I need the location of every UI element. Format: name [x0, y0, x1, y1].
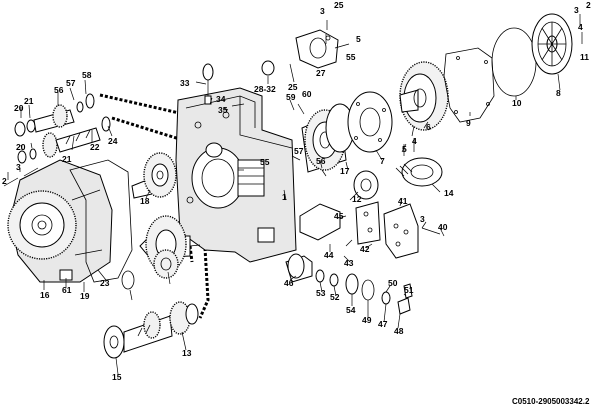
label-53: 57: [66, 78, 76, 88]
label-51: 55: [346, 52, 356, 62]
valve-block-37: [383, 203, 419, 259]
label-48: 52: [330, 292, 340, 302]
label-8: 8: [556, 88, 561, 98]
label-60: 60: [302, 89, 312, 99]
label-4a: 4: [578, 22, 583, 32]
drawing-code: C0510-2905003342.2: [512, 397, 590, 406]
label-45: 49: [362, 315, 372, 325]
label-20a: 20: [14, 103, 24, 113]
gear-18: [131, 152, 177, 199]
label-33: 33: [180, 78, 190, 88]
label-34: 34: [216, 94, 226, 104]
label-4b: 4: [412, 136, 417, 146]
label-43: 47: [378, 319, 388, 329]
gasket-9: [443, 47, 495, 123]
label-58: 61: [62, 285, 72, 295]
label-12: 12: [352, 194, 362, 204]
label-21b: 21: [62, 154, 72, 164]
disc-10: [491, 27, 537, 97]
label-57: 57: [294, 146, 304, 156]
converter-housing: [7, 159, 113, 283]
label-17: 17: [340, 166, 350, 176]
label-50: 54: [346, 305, 356, 315]
clutch-pack-17: [301, 103, 379, 200]
label-46: 50: [388, 278, 398, 288]
label-5b: 5: [402, 144, 407, 154]
label-24: 24: [108, 136, 118, 146]
label-37: 41: [398, 196, 408, 206]
label-2b: 2: [2, 176, 7, 186]
label-3d: 3: [16, 162, 21, 172]
label-49: 53: [316, 288, 326, 298]
label-21a: 21: [24, 96, 34, 106]
flex-plate-8: [531, 13, 573, 75]
leader-lines: [7, 63, 561, 375]
cover-14: [395, 157, 443, 187]
label-9: 9: [466, 118, 471, 128]
label-27: 27: [316, 68, 326, 78]
label-23: 23: [100, 278, 110, 288]
label-16: 16: [40, 290, 50, 300]
label-41: 45: [334, 211, 344, 221]
bracket-41: [299, 201, 381, 245]
label-47: 51: [404, 285, 414, 295]
output-shaft-group: [103, 301, 199, 359]
label-52: 56: [54, 85, 64, 95]
label-1: 1: [282, 192, 287, 202]
label-2: 2: [586, 0, 591, 10]
seal-25: [261, 60, 275, 76]
label-7: 7: [380, 156, 385, 166]
lower-small-parts: [285, 253, 413, 315]
label-11: 11: [580, 52, 589, 62]
disc-7: [347, 91, 393, 153]
label-25: 25: [288, 82, 298, 92]
label-26: 25: [334, 0, 344, 10]
gear-61: [139, 215, 191, 279]
label-55: 55: [260, 157, 270, 167]
housing-gasket: [69, 159, 133, 283]
label-54: 58: [82, 70, 92, 80]
label-20b: 20: [16, 142, 26, 152]
label-59: 59: [286, 92, 296, 102]
label-56: 56: [316, 156, 326, 166]
label-13: 13: [182, 348, 192, 358]
label-5a: 5: [356, 34, 361, 44]
lifting-eye-33: [202, 63, 214, 105]
callout-labels: 25 3 2 3 4 11 5 55 27 25 28-32 33 34 35 …: [2, 0, 591, 406]
fasteners: [3, 14, 583, 235]
pump-27: [295, 29, 339, 69]
label-10: 10: [512, 98, 522, 108]
seal-ring: [121, 270, 135, 290]
label-15: 15: [112, 372, 122, 382]
label-44: 48: [394, 326, 404, 336]
label-6: 6: [426, 122, 431, 132]
label-3b: 3: [574, 5, 579, 15]
label-36: 40: [438, 222, 448, 232]
label-35: 35: [218, 105, 228, 115]
label-19: 19: [80, 291, 90, 301]
label-14: 14: [444, 188, 454, 198]
input-shaft-group: [14, 93, 111, 164]
torque-converter-6: [399, 61, 449, 131]
main-housing: [175, 87, 297, 263]
label-28-32: 28-32: [254, 84, 276, 94]
label-3c: 3: [420, 214, 425, 224]
label-18: 18: [140, 196, 150, 206]
label-40: 44: [324, 250, 334, 260]
label-38: 42: [360, 244, 370, 254]
label-22: 22: [90, 142, 100, 152]
label-42: 46: [284, 278, 294, 288]
label-39: 43: [344, 258, 354, 268]
label-3a: 3: [320, 6, 325, 16]
